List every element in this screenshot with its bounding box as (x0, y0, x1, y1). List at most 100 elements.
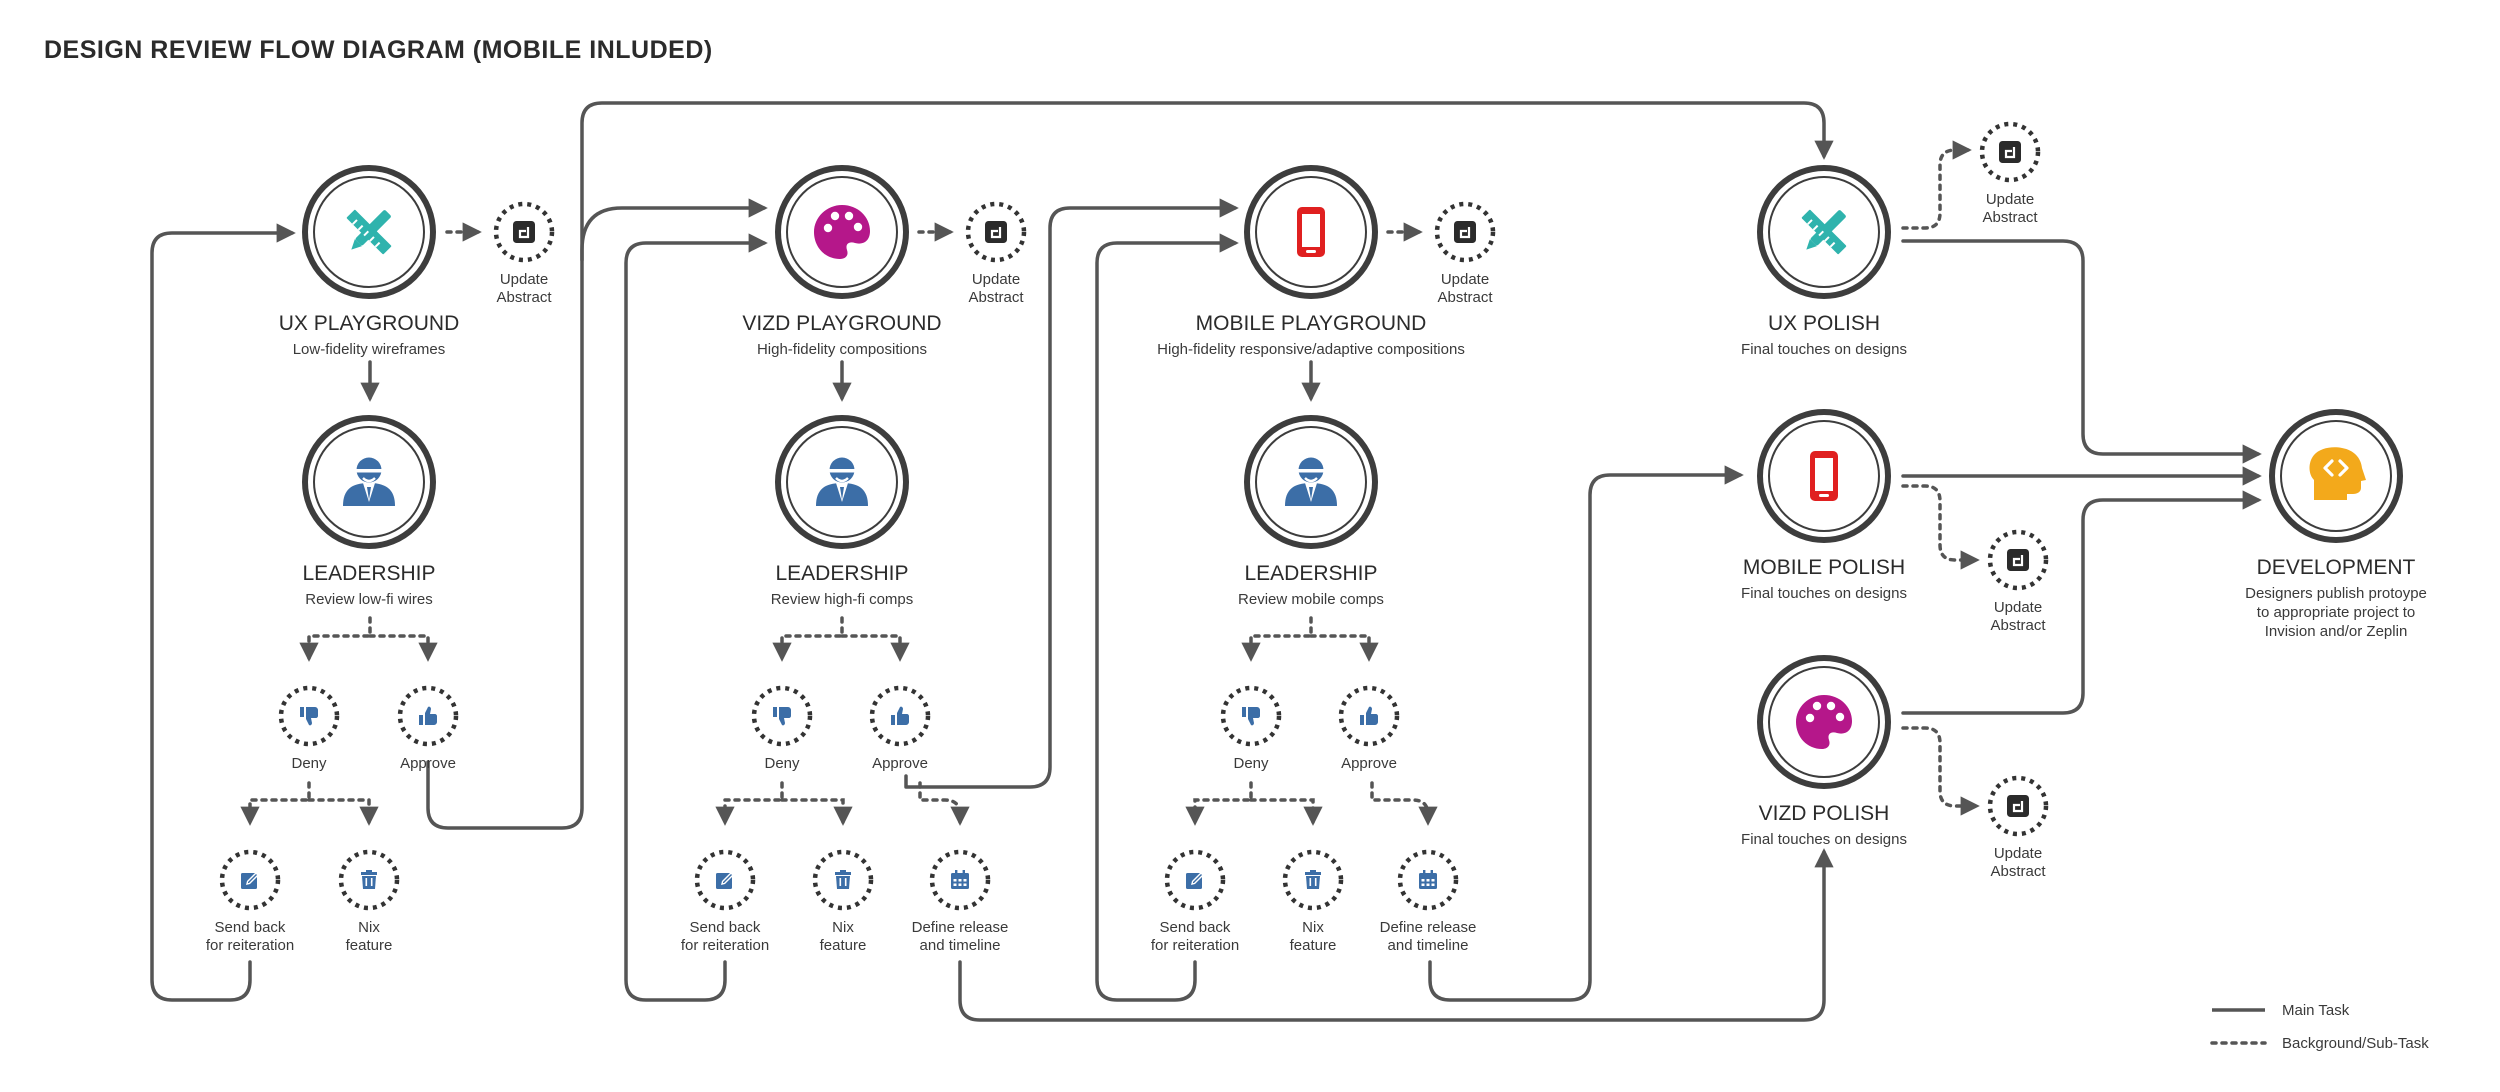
label-line1: Update (1986, 191, 2034, 208)
label-line1: Update (1994, 599, 2042, 616)
ux-nix: Nix feature (338, 849, 400, 954)
node-subtitle: Review high-fi comps (771, 591, 914, 608)
node-vizd-leadership: LEADERSHIP Review high-fi comps (771, 415, 914, 608)
label-line2: feature (1290, 937, 1337, 954)
label-line2: Abstract (968, 289, 1024, 306)
update-abstract-ux-playground: Update Abstract (493, 201, 555, 306)
node-subtitle: Review mobile comps (1238, 591, 1384, 608)
vizd-define-release: Define release and timeline (912, 849, 1009, 954)
node-subtitle: Low-fidelity wireframes (293, 341, 446, 358)
node-title: MOBILE PLAYGROUND (1196, 312, 1427, 335)
approve-label: Approve (1341, 755, 1397, 772)
connector-ux-polish-to-dev (1901, 239, 2262, 464)
node-subtitle: High-fidelity responsive/adaptive compos… (1157, 341, 1465, 358)
label-line1: Nix (358, 919, 380, 936)
label-line1: Send back (215, 919, 286, 936)
connector-vizd-polish-to-dev (1901, 490, 2262, 715)
connector-mobile-reiteration-loop (1095, 233, 1239, 1002)
connector-vizd-approve-to-mobile (904, 198, 1239, 789)
node-title: MOBILE POLISH (1743, 556, 1905, 579)
trash-icon (1305, 870, 1321, 889)
vizd-send-back: Send back for reiteration (681, 849, 769, 954)
node-title: LEADERSHIP (302, 562, 435, 585)
label-line1: Update (1441, 271, 1489, 288)
node-subtitle: High-fidelity compositions (757, 341, 927, 358)
connector-vizd-reiteration-loop (624, 233, 768, 1002)
label-line2: and timeline (1388, 937, 1469, 954)
vizd-deny: Deny (751, 685, 813, 772)
ux-send-back: Send back for reiteration (206, 849, 294, 954)
label-line2: Abstract (1982, 209, 2038, 226)
update-abstract-ux-polish: Update Abstract (1979, 121, 2041, 226)
label-line2: Abstract (496, 289, 552, 306)
update-abstract-mobile-polish: Update Abstract (1987, 529, 2049, 634)
abstract-icon (1452, 219, 1478, 245)
label-line1: Update (500, 271, 548, 288)
node-subtitle: Review low-fi wires (305, 591, 433, 608)
trash-icon (835, 870, 851, 889)
node-ux-playground: UX PLAYGROUND Low-fidelity wireframes (279, 165, 459, 358)
deny-label: Deny (291, 755, 327, 772)
node-mobile-leadership: LEADERSHIP Review mobile comps (1238, 415, 1384, 608)
abstract-icon (2005, 547, 2031, 573)
abstract-icon (1997, 139, 2023, 165)
node-title: LEADERSHIP (775, 562, 908, 585)
node-ux-leadership: LEADERSHIP Review low-fi wires (302, 415, 436, 608)
label-line2: Abstract (1990, 617, 2046, 634)
label-line2: Abstract (1990, 863, 2046, 880)
edit-icon (1186, 872, 1204, 889)
ux-deny: Deny (278, 685, 340, 772)
connector-ux-approve-to-vizd (426, 198, 768, 830)
label-line1: Update (1994, 845, 2042, 862)
node-title: LEADERSHIP (1244, 562, 1377, 585)
label-line1: Update (972, 271, 1020, 288)
label-line1: Send back (690, 919, 761, 936)
connector-vizd-release-to-vizd-polish (958, 848, 1834, 1022)
label-line2: feature (346, 937, 393, 954)
deny-label: Deny (1233, 755, 1269, 772)
update-abstract-mobile-playground: Update Abstract (1434, 201, 1496, 306)
mobile-send-back: Send back for reiteration (1151, 849, 1239, 954)
node-subtitle: Final touches on designs (1741, 831, 1907, 848)
sub-connectors (240, 140, 1980, 826)
legend-sub-label: Background/Sub-Task (2282, 1035, 2429, 1052)
approve-label: Approve (872, 755, 928, 772)
vizd-approve: Approve (869, 685, 931, 772)
phone-icon (1810, 451, 1838, 501)
approve-label: Approve (400, 755, 456, 772)
label-line1: Send back (1160, 919, 1231, 936)
node-title: UX POLISH (1768, 312, 1880, 335)
label-line2: feature (820, 937, 867, 954)
node-title: VIZD PLAYGROUND (742, 312, 941, 335)
label-line2: for reiteration (206, 937, 294, 954)
label-line1: Define release (1380, 919, 1477, 936)
node-title: DEVELOPMENT (2257, 556, 2416, 579)
label-line1: Nix (832, 919, 854, 936)
connector-ux-reiteration-loop (150, 223, 296, 1002)
node-subtitle-line2: to appropriate project to (2257, 604, 2415, 621)
node-development: DEVELOPMENT Designers publish protoype t… (2245, 409, 2427, 640)
node-mobile-playground: MOBILE PLAYGROUND High-fidelity responsi… (1157, 165, 1465, 358)
legend-main-label: Main Task (2282, 1002, 2350, 1019)
node-vizd-polish: VIZD POLISH Final touches on designs (1741, 655, 1907, 848)
mobile-deny: Deny (1220, 685, 1282, 772)
edit-icon (241, 872, 259, 889)
update-abstract-vizd-playground: Update Abstract (965, 201, 1027, 306)
abstract-icon (2005, 793, 2031, 819)
node-subtitle-line1: Designers publish protoype (2245, 585, 2427, 602)
main-connectors (150, 101, 2262, 1022)
label-line1: Define release (912, 919, 1009, 936)
label-line2: for reiteration (681, 937, 769, 954)
label-line1: Nix (1302, 919, 1324, 936)
ux-approve: Approve (397, 685, 459, 772)
vizd-nix: Nix feature (812, 849, 874, 954)
mobile-define-release: Define release and timeline (1380, 849, 1477, 954)
node-ux-polish: UX POLISH Final touches on designs (1741, 165, 1907, 358)
node-mobile-polish: MOBILE POLISH Final touches on designs (1741, 409, 1907, 602)
label-line2: for reiteration (1151, 937, 1239, 954)
diagram-title: DESIGN REVIEW FLOW DIAGRAM (MOBILE INLUD… (44, 36, 713, 64)
abstract-icon (983, 219, 1009, 245)
mobile-nix: Nix feature (1282, 849, 1344, 954)
label-line2: Abstract (1437, 289, 1493, 306)
